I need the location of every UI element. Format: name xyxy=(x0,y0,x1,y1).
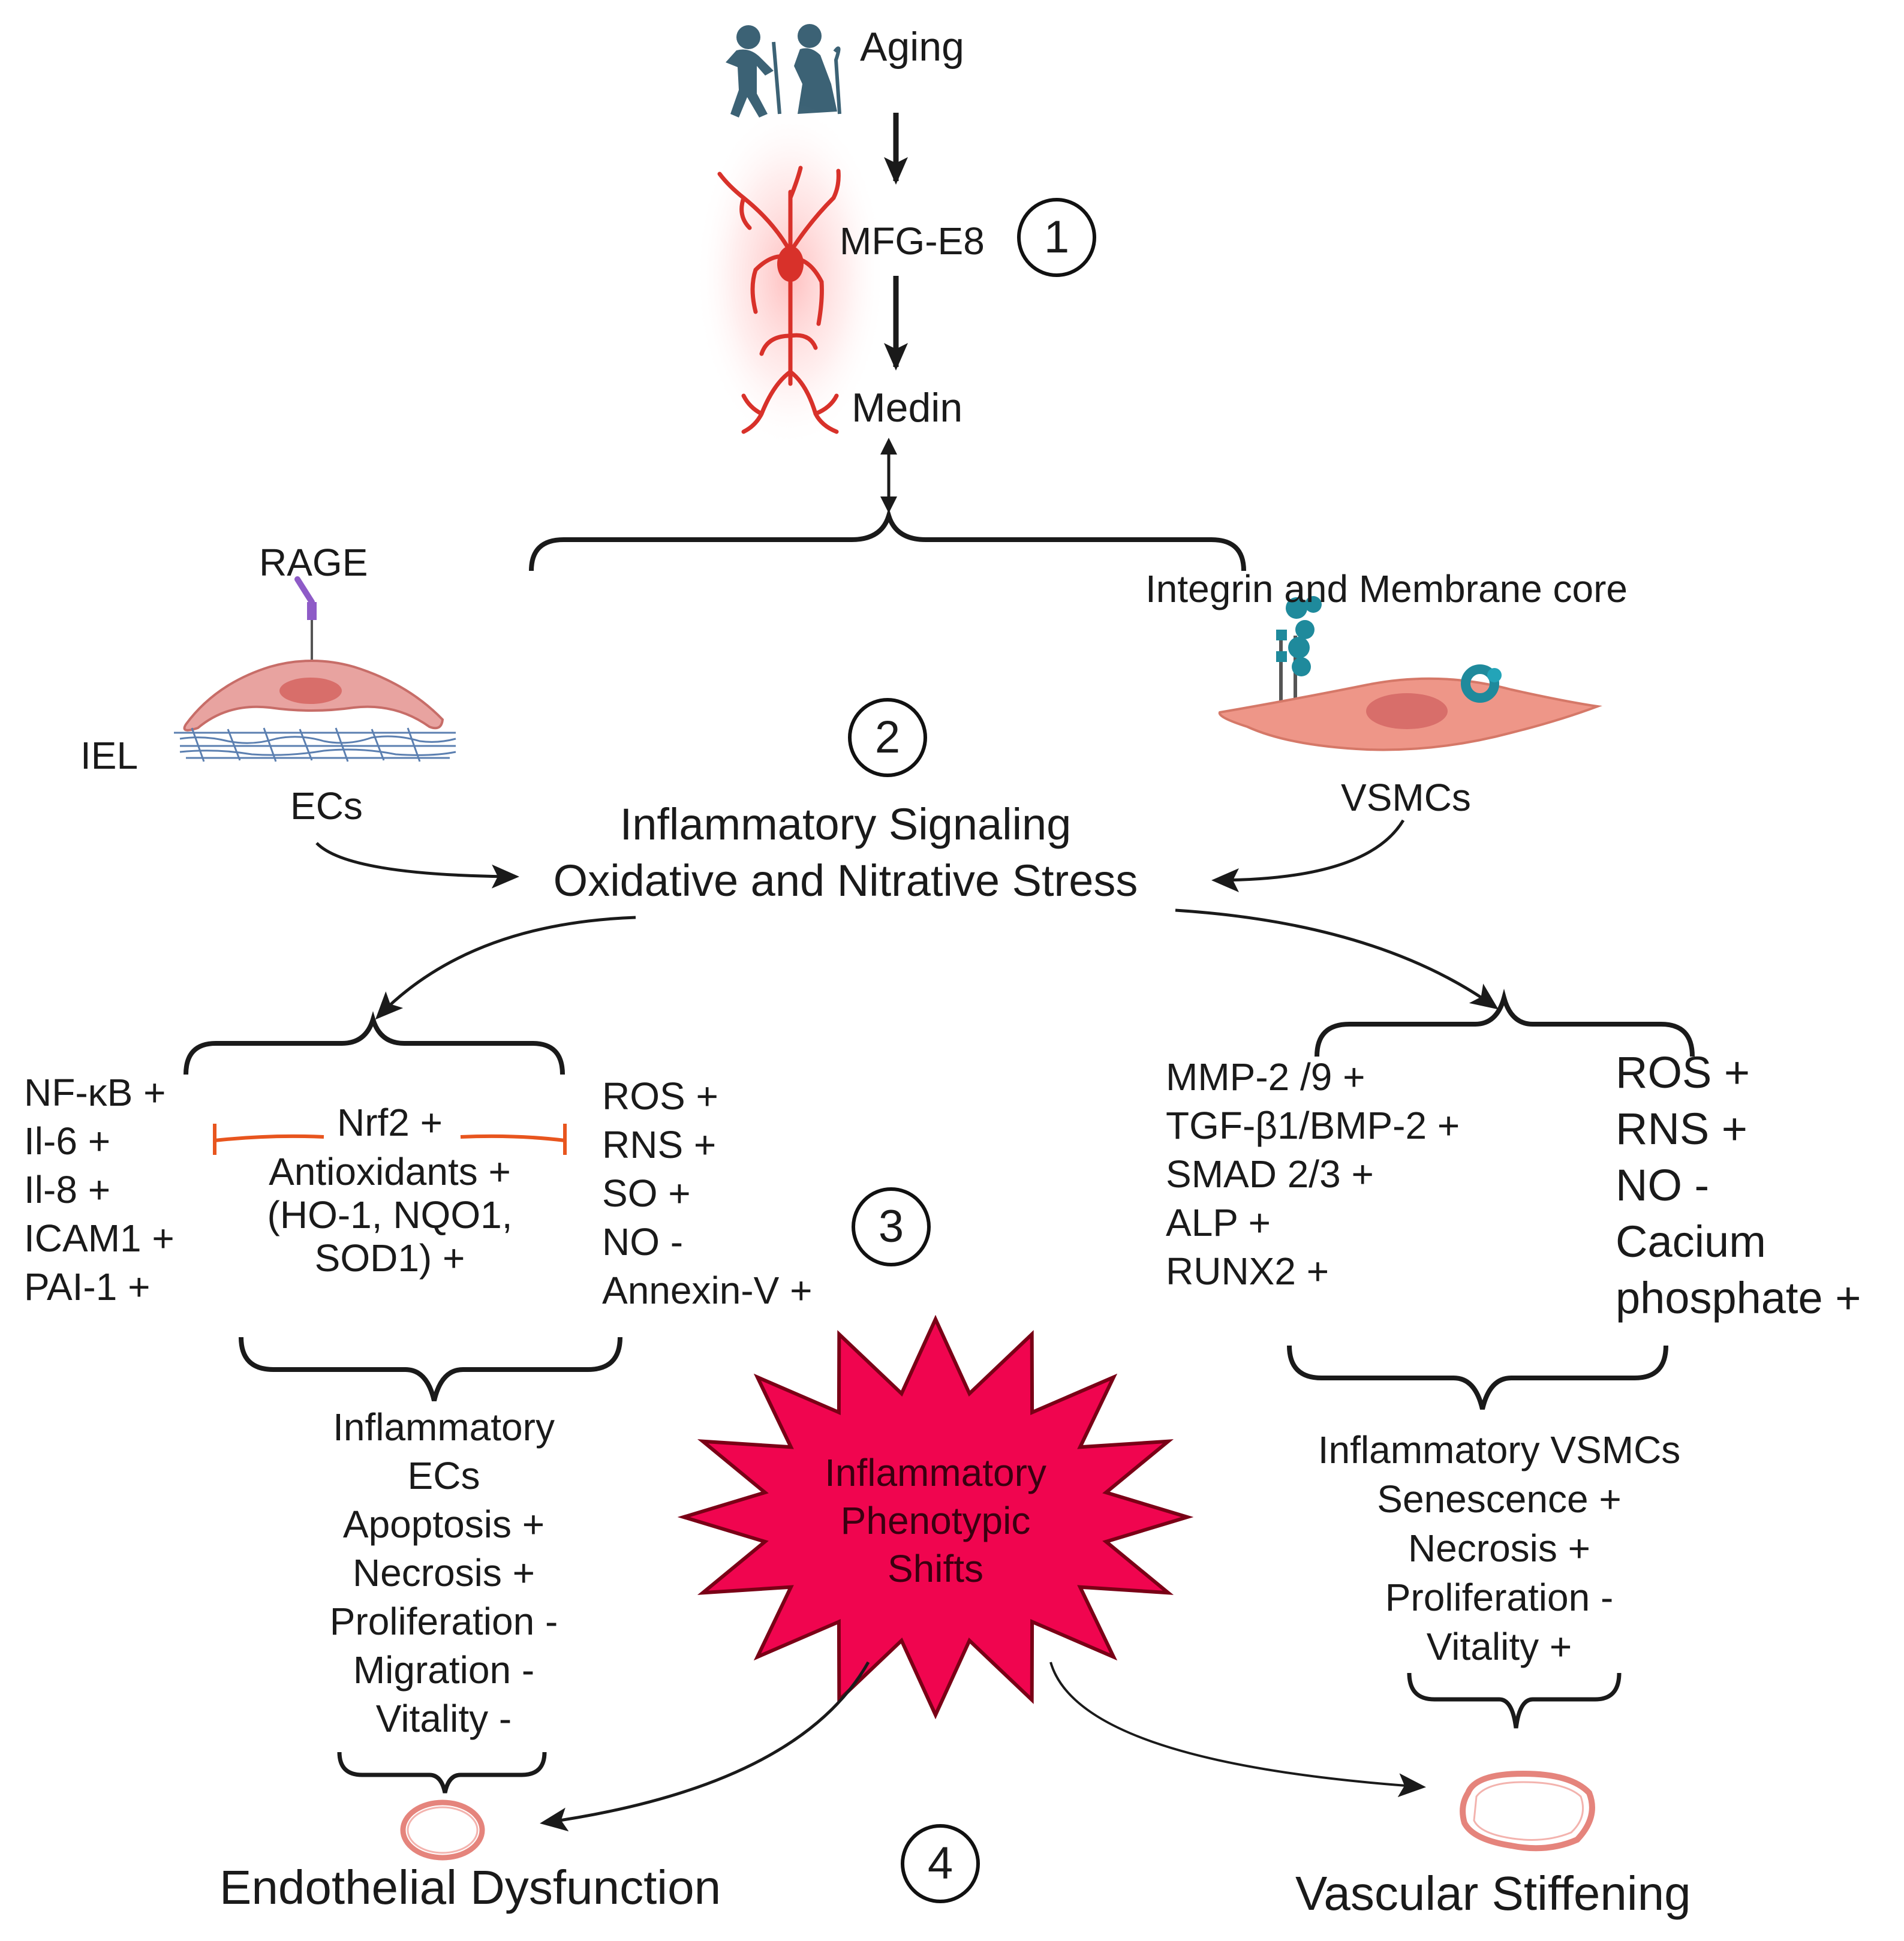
brace-vsmc-outcome xyxy=(1407,1672,1622,1729)
ec-marker: Annexin-V + xyxy=(602,1269,813,1312)
star-label-line: Inflammatory xyxy=(825,1451,1046,1494)
brace-top xyxy=(529,507,1246,571)
brace-ec-bottom xyxy=(239,1337,622,1401)
iel-mesh-icon xyxy=(174,727,456,762)
node-endothelial-dysfunction: Endothelial Dysfunction xyxy=(219,1861,721,1914)
step-1-badge: 1 xyxy=(1017,198,1096,277)
star-label: Inflammatory Phenotypic Shifts xyxy=(768,1454,1103,1597)
ec-outcome: Necrosis + xyxy=(352,1551,536,1594)
nrf2-line: Nrf2 + xyxy=(336,1101,443,1144)
arrow-star-to-vascular xyxy=(1049,1662,1426,1798)
brace-ec-outcome xyxy=(337,1752,547,1793)
node-vsmcs: VSMCs xyxy=(1341,776,1471,819)
vessel-ring-icon xyxy=(400,1799,485,1861)
signaling-title-line1: Inflammatory Signaling xyxy=(619,799,1072,849)
ec-outcome: Vitality - xyxy=(375,1697,512,1740)
vsmc-marker: RUNX2 + xyxy=(1166,1250,1330,1293)
step-3-badge: 3 xyxy=(852,1187,931,1266)
integrin-icon xyxy=(1276,596,1322,710)
ec-markers-left: NF-κB + Il-6 + Il-8 + ICAM1 + PAI-1 + xyxy=(24,1073,175,1316)
ec-marker: RNS + xyxy=(602,1123,717,1166)
step-2-badge: 2 xyxy=(848,698,927,777)
nrf2-line: (HO-1, NQO1, xyxy=(267,1193,513,1236)
ec-marker: NF-κB + xyxy=(24,1071,166,1114)
ec-marker: ICAM1 + xyxy=(24,1217,175,1260)
brace-vsmc-top xyxy=(1315,988,1695,1057)
step-4-badge: 4 xyxy=(901,1824,980,1903)
vessel-ring-icon xyxy=(1460,1770,1595,1852)
node-integrin: Integrin and Membrane core xyxy=(1145,567,1628,610)
ec-marker: ROS + xyxy=(602,1075,718,1118)
ec-outcome: Migration - xyxy=(353,1648,535,1692)
node-ecs: ECs xyxy=(290,784,363,827)
double-arrow-medin xyxy=(880,438,897,513)
inhibition-bars xyxy=(213,1124,567,1155)
ec-marker: Il-6 + xyxy=(24,1120,111,1163)
node-vascular-stiffening: Vascular Stiffening xyxy=(1295,1867,1691,1920)
ec-nrf2-block: Nrf2 + Antioxidants + (HO-1, NQO1, SOD1)… xyxy=(228,1103,552,1282)
vsmc-outcome: Proliferation - xyxy=(1385,1576,1614,1619)
brace-ec-top xyxy=(184,1011,565,1075)
node-iel: IEL xyxy=(80,734,139,777)
vsmc-outcome: Vitality + xyxy=(1426,1625,1572,1668)
node-medin: Medin xyxy=(852,385,963,431)
vsmc-marker: NO - xyxy=(1616,1160,1710,1210)
ec-marker: PAI-1 + xyxy=(24,1265,151,1308)
arrow-signaling-to-vsmc-markers xyxy=(1175,908,1499,1010)
vsmc-markers-right: ROS + RNS + NO - Cacium phosphate + xyxy=(1616,1051,1861,1332)
vsmc-outcome: Senescence + xyxy=(1377,1477,1622,1521)
signaling-title-line2: Oxidative and Nitrative Stress xyxy=(553,856,1138,905)
star-label-line: Shifts xyxy=(887,1547,984,1590)
phenotypic-shift-star xyxy=(677,1314,1194,1720)
arrow-vsmcs-to-signaling xyxy=(1211,819,1405,892)
vsmc-marker: RNS + xyxy=(1616,1104,1748,1154)
rage-receptor-icon xyxy=(294,576,317,662)
ec-outcome: ECs xyxy=(407,1454,480,1497)
vsmc-outcome: Necrosis + xyxy=(1407,1527,1591,1570)
ec-marker: NO - xyxy=(602,1220,684,1263)
aging-people-icon xyxy=(726,24,841,118)
arrow-signaling-to-ec-markers xyxy=(375,916,636,1020)
ec-markers-right: ROS + RNS + SO + NO - Annexin-V + xyxy=(602,1077,812,1320)
arrow-ecs-to-signaling xyxy=(315,842,519,889)
brace-vsmc-bottom xyxy=(1287,1345,1668,1410)
ec-outcomes: Inflammatory ECs Apoptosis + Necrosis + … xyxy=(264,1408,624,1748)
ec-marker: SO + xyxy=(602,1172,691,1215)
vsmc-cell-icon xyxy=(1218,664,1602,751)
node-aging: Aging xyxy=(860,24,964,70)
ec-outcome: Proliferation - xyxy=(329,1600,558,1643)
node-rage: RAGE xyxy=(259,541,368,584)
vsmc-marker: Cacium xyxy=(1616,1217,1766,1266)
endothelial-cell-icon xyxy=(183,660,444,732)
vsmc-outcomes: Inflammatory VSMCs Senescence + Necrosis… xyxy=(1271,1431,1727,1677)
node-mfg-e8: MFG-E8 xyxy=(840,219,985,263)
ec-outcome: Inflammatory xyxy=(333,1406,555,1449)
vsmc-outcome: Inflammatory VSMCs xyxy=(1318,1428,1681,1471)
ec-outcome: Apoptosis + xyxy=(342,1503,545,1546)
vsmc-marker: SMAD 2/3 + xyxy=(1166,1152,1374,1196)
vsmc-marker: TGF-β1/BMP-2 + xyxy=(1166,1104,1460,1147)
vsmc-marker: ROS + xyxy=(1616,1048,1750,1097)
vsmc-marker: ALP + xyxy=(1166,1201,1271,1244)
artery-tree-icon xyxy=(694,102,886,450)
vsmc-marker: phosphate + xyxy=(1616,1273,1861,1323)
nrf2-line: SOD1) + xyxy=(314,1236,465,1280)
vsmc-marker: MMP-2 /9 + xyxy=(1166,1055,1365,1099)
star-label-line: Phenotypic xyxy=(840,1499,1031,1542)
nrf2-line: Antioxidants + xyxy=(269,1150,511,1193)
vsmc-markers-left: MMP-2 /9 + TGF-β1/BMP-2 + SMAD 2/3 + ALP… xyxy=(1166,1058,1460,1301)
arrow-star-to-endothelial xyxy=(540,1661,870,1832)
ec-marker: Il-8 + xyxy=(24,1168,111,1211)
